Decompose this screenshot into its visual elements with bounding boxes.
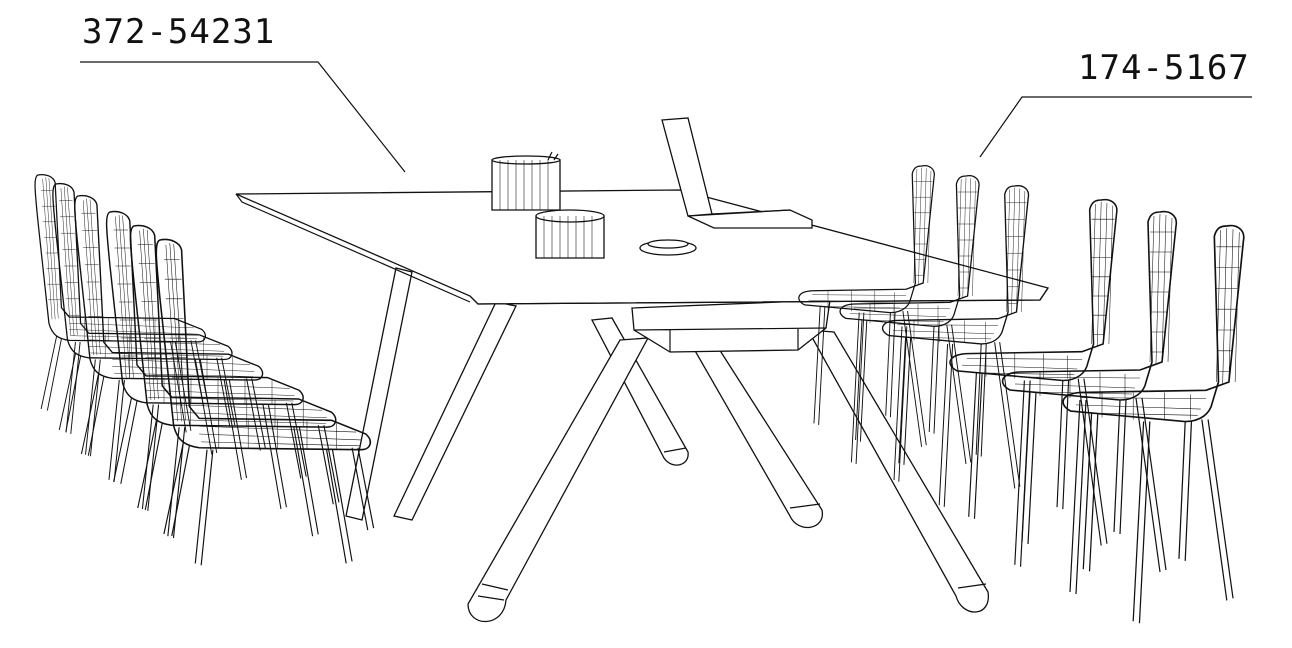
table-product-code: 372-54231 xyxy=(82,12,276,52)
callout-leader-table xyxy=(80,61,406,173)
chairs-left-row xyxy=(34,173,375,567)
table-legs xyxy=(345,267,989,623)
chair-product-code: 174-5167 xyxy=(1078,48,1250,88)
callout-leader-chair xyxy=(979,96,1252,158)
desk-accessories xyxy=(491,117,813,259)
